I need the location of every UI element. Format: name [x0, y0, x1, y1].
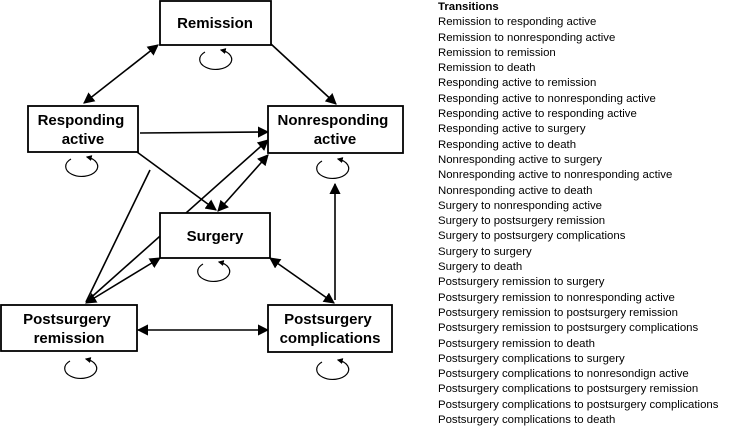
legend-item: Remission to remission	[438, 46, 556, 59]
arrow-responding-to-nonresponding	[139, 126, 270, 138]
self-loop-postsurgery-remission	[64, 357, 98, 380]
arrow-remission-responding	[83, 44, 159, 104]
legend-item: Nonresponding active to nonresponding ac…	[438, 169, 673, 182]
legend-item: Responding active to nonresponding activ…	[438, 92, 656, 105]
legend-item: Postsurgery complications to nonresondig…	[438, 368, 689, 381]
self-loop-postsurgery-complications	[316, 358, 350, 381]
legend-item: Responding active to death	[438, 138, 577, 151]
legend-item: Responding active to remission	[438, 77, 597, 90]
legend-item: Postsurgery complications to postsurgery…	[438, 398, 719, 411]
legend-item: Remission to responding active	[438, 16, 597, 29]
self-loop-nonresponding-active	[316, 157, 350, 180]
state-label-remission: Remission	[177, 15, 253, 32]
legend-item: Surgery to postsurgery complications	[438, 230, 626, 243]
legend-item: Postsurgery complications to postsurgery…	[438, 383, 699, 396]
legend-item: Postsurgery complications to surgery	[438, 352, 625, 365]
state-label-responding-active: Responding active	[38, 112, 129, 148]
legend-item: Postsurgery remission to postsurgery rem…	[438, 306, 678, 319]
state-box-postsurgery-remission	[0, 304, 138, 352]
self-loop-remission	[199, 48, 233, 71]
state-label-nonresponding-active: Nonresponding active	[278, 112, 393, 148]
legend-item: Postsurgery remission to nonresponding a…	[438, 291, 675, 304]
arrow-responding-to-surgery	[136, 151, 217, 211]
state-box-surgery	[159, 212, 271, 259]
state-box-remission	[159, 0, 272, 46]
arrow-postsurgery-remission-to-nonresponding-b	[85, 169, 151, 303]
legend-item: Surgery to nonresponding active	[438, 199, 603, 212]
state-label-surgery: Surgery	[187, 228, 244, 245]
transitions-legend: Transitions Remission to responding acti…	[438, 0, 743, 428]
arrow-surgery-postsurgery-complications	[269, 257, 335, 304]
legend-item: Postsurgery complications to death	[438, 414, 616, 427]
legend-item: Surgery to surgery	[438, 245, 532, 258]
legend-item: Surgery to postsurgery remission	[438, 215, 606, 228]
state-transition-diagram: Remission Responding active Nonrespondin…	[0, 0, 404, 381]
legend-item: Responding active to surgery	[438, 123, 586, 136]
legend-item: Postsurgery remission to death	[438, 337, 596, 350]
legend-item: Postsurgery remission to postsurgery com…	[438, 322, 699, 335]
legend-item: Nonresponding active to death	[438, 184, 593, 197]
state-box-nonresponding-active	[267, 105, 404, 154]
self-loop-responding-active	[65, 155, 99, 178]
state-label-postsurgery-complications: Postsurgery complications	[280, 311, 381, 347]
arrow-surgery-postsurgery-remission	[85, 257, 161, 304]
legend-item: Nonresponding active to surgery	[438, 153, 602, 166]
state-box-responding-active	[27, 105, 139, 153]
state-box-postsurgery-complications	[267, 304, 393, 353]
legend-item: Postsurgery remission to surgery	[438, 276, 605, 289]
arrow-nonresponding-surgery	[217, 154, 269, 212]
state-label-postsurgery-remission: Postsurgery remission	[23, 311, 115, 347]
legend-item: Responding active to responding active	[438, 108, 637, 121]
self-loop-surgery	[197, 260, 231, 283]
legend-item: Surgery to death	[438, 261, 523, 274]
legend-item: Remission to death	[438, 62, 536, 75]
legend-item: Remission to nonresponding active	[438, 31, 616, 44]
legend-title: Transitions	[438, 1, 499, 13]
arrow-remission-to-nonresponding	[270, 43, 337, 105]
